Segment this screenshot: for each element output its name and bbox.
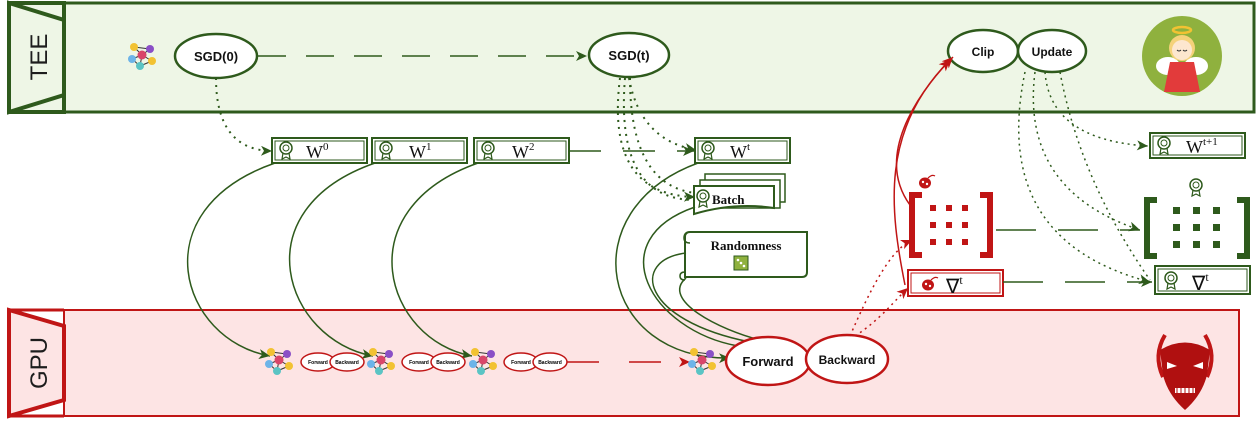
wt-to-forward-curve [615,162,731,364]
gradtoken-to-clip-arrow [893,59,951,286]
gpu-backward-3-label: Backward [538,360,562,366]
w2-base: W [512,142,529,162]
gpu-backward-3: Backward [532,352,568,372]
update-node[interactable]: Update [1016,28,1088,74]
weight-w0: W0 [271,137,368,164]
wt-sup: t [747,141,750,153]
devil-mask-icon [1156,333,1214,410]
w2-to-gpu-curve [391,162,479,359]
gradient-token-green: ∇t [1154,265,1251,295]
randomness-to-forward-curve [651,252,751,343]
grad-green-sup: t [1205,270,1209,284]
sgdt-node[interactable]: SGD(t) [587,31,671,79]
sgd0-to-w0-arrow [215,77,273,156]
gpu-backward-2: Backward [430,352,466,372]
gradient-matrix-green [1144,178,1250,259]
w0-to-gpu-curve [186,162,276,359]
wt1-sup: t+1 [1203,136,1218,148]
batch-stack: Batch [693,173,786,216]
svg-text:∇t: ∇t [945,273,963,298]
gradient-token-red: ∇t [907,269,1004,298]
wt1-base: W [1186,137,1203,157]
w1-to-gpu-curve [288,162,376,359]
gpu-label: GPU [26,337,53,389]
batch-to-forward-curve [642,206,739,347]
update-label: Update [1032,45,1073,59]
grad-red-base: ∇ [945,276,960,298]
svg-text:W1: W1 [409,141,432,162]
gpu-forward-main-label: Forward [742,354,793,369]
gpu-backward-1-label: Backward [335,360,359,366]
gpu-forward-1: Forward [300,352,336,372]
w0-base: W [306,142,323,162]
weight-w2: W2 [473,137,570,164]
randomness-scroll: Randomness [679,231,808,281]
batch-label: Batch [712,192,745,207]
update-to-gradmatrix-arrow [1032,71,1141,232]
sgd0-node[interactable]: SGD(0) [173,32,259,80]
svg-text:Wt+1: Wt+1 [1186,136,1218,157]
gpu-forward-1-label: Forward [308,360,328,366]
svg-text:W2: W2 [512,141,535,162]
gpu-backward-main[interactable]: Backward [804,333,890,385]
grad-green-base: ∇ [1191,273,1206,295]
weight-wt: Wt [694,137,791,164]
gpu-zone: GPU [7,307,1240,419]
svg-text:∇t: ∇t [1191,270,1209,295]
tee-label: TEE [26,34,53,81]
sgd0-label: SGD(0) [194,49,238,64]
clip-label: Clip [972,45,995,59]
w1-base: W [409,142,426,162]
clip-node[interactable]: Clip [946,28,1020,74]
randomness-to-forward-curve-2 [678,277,761,341]
sgdt-label: SGD(t) [608,48,649,63]
angel-icon [1142,16,1222,96]
gpu-forward-3-label: Forward [511,360,531,366]
update-to-gradtoken-arrow-2 [1059,71,1151,281]
sgdt-to-batch-arrow-3 [629,77,696,194]
svg-text:Wt: Wt [730,141,750,162]
svg-text:W0: W0 [306,141,329,162]
ladybug-icon [918,174,936,190]
grad-red-sup: t [959,273,963,287]
gpu-forward-main[interactable]: Forward [724,335,812,387]
backward-to-gradtoken-arrow [854,287,909,337]
w1-sup: 1 [426,141,432,153]
w2-sup: 2 [529,141,535,153]
gpu-backward-main-label: Backward [819,353,876,367]
gpu-backward-2-label: Backward [436,360,460,366]
w0-sup: 0 [323,141,329,153]
weight-w1: W1 [371,137,468,164]
randomness-label: Randomness [711,238,782,253]
gpu-forward-2-label: Forward [409,360,429,366]
wt-base: W [730,142,747,162]
gradient-matrix-red [909,174,993,258]
gpu-backward-1: Backward [329,352,365,372]
dice-icon [733,255,749,271]
weight-wt1: Wt+1 [1149,132,1246,159]
